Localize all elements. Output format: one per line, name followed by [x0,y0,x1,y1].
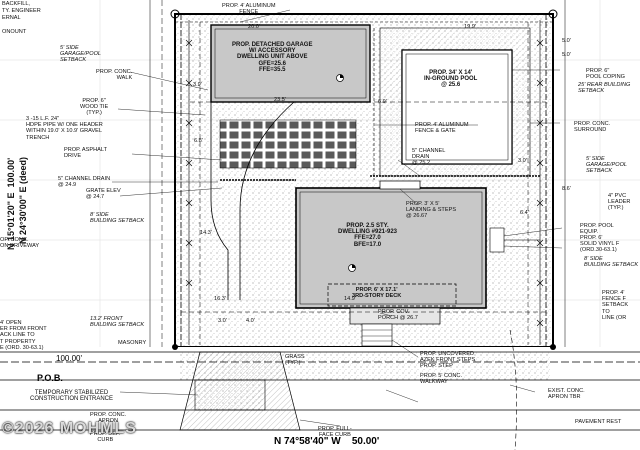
label-temp-entrance: TEMPORARY STABILIZED CONSTRUCTION ENTRAN… [30,390,114,403]
dim-69: 6.9' [378,99,387,105]
dim-top-a: 20.0' [248,24,260,30]
label-pob: P.O.B. [37,373,63,383]
label-hdpe-pipe: 3 -15 L.F. 24" HDPE PIPE W/ ONE HEADER W… [26,116,103,141]
label-pavement: PAVEMENT REST [575,419,622,425]
label-pool: PROP. 34' X 14' IN-GROUND POOL @ 25.6 [424,70,478,89]
label-front-setback: 13.2' FRONT BUILDING SETBACK [90,316,145,329]
label-bldg-setback-right: 8' SIDE BUILDING SETBACK [584,256,639,269]
label-pool-coping: PROP. 6" POOL COPING [586,68,625,81]
dim-40: 4.0' [246,318,255,324]
label-alum-fence-gate: PROP. 4' ALUMINUM FENCE & GATE [415,122,469,135]
dim-5b: 5.0' [562,52,571,58]
label-apron: PROP. CONC. APRON [90,412,127,425]
label-channel-drain-mid: 5" CHANNEL DRAIN @ 25.2 [412,148,446,167]
label-pool-equip: PROP. POOL EQUIP. [580,223,614,236]
label-conc-apron-left: OP. CONC. ON DRIVEWAY [0,237,40,250]
label-channel-drain-left: 5" CHANNEL DRAIN @ 24.9 [58,176,111,189]
dim-64: 6.4' [520,210,529,216]
label-bldg-setback-left: 8' SIDE BUILDING SETBACK [90,212,145,225]
dim-top-b: 19.9' [464,24,476,30]
label-full-face-curb: PROP. FULL- FACE CURB [318,426,352,439]
dim-68: 6.8' [194,138,203,144]
corner-note-3: ERNAL [2,15,21,21]
label-asphalt-drive: PROP. ASPHALT DRIVE [64,147,108,160]
dim-39: 3.9' [193,82,202,88]
label-porch: PROP. COV. PORCH @ 26.7 [378,309,418,322]
dim-163: 16.3' [214,296,226,302]
corner-note-1: BACKFILL, [2,1,30,7]
label-uncovered-steps: PROP. UNCOVERED AZEK FRONT STEPS PROP. S… [420,351,476,370]
dim-149: 14.9' [344,296,356,302]
dim-86: 8.6' [562,186,571,192]
label-wood-tie: PROP. 6" WOOD TIE (TYP.) [80,98,109,117]
label-deck: PROP. 6' X 17.1' 3RD-STORY DECK [352,287,402,300]
label-landing-steps: PROP. 3' X 5' LANDING & STEPS @ 26.67 [406,201,457,220]
bearing-left-b: N 24°30'00" E (deed) [18,156,28,244]
corner-note-4: ONOUNT [2,29,27,35]
label-side-setback-right: 5' SIDE GARAGE/POOL SETBACK [586,156,628,175]
watermark: ©2026 MOHMLS [2,420,137,437]
label-dep-curb: PROP. DEP. CURB [90,431,121,444]
label-conc-surround: PROP. CONC. SURROUND [574,121,611,134]
label-open-front: 4' OPEN ER FROM FRONT ACK LINE TO T PROP… [0,320,47,351]
corner-note-2: TY. ENGINEER [2,8,41,14]
dim-30b: 3.0' [218,318,227,324]
label-masonry: MASONRY [118,340,147,346]
dim-30a: 3.0' [518,158,527,164]
label-grass: GRASS (TYP.) [285,354,305,367]
label-conc-walk: PROP. CONC. WALK [96,69,133,82]
dim-235: 23.5' [274,97,286,103]
label-vinyl-fence: PROP. 6' SOLID VINYL F (ORD.30-63.1) [580,235,620,254]
dim-100-left: 100.00' [56,354,82,363]
label-garage: PROP. DETACHED GARAGE W/ ACCESSORY DWELL… [232,42,313,73]
label-pvc-leader: 4" PVC LEADER (TYP.) [608,193,631,212]
bearing-left-a: N 15°01'20" E 100.00' [6,157,16,250]
label-conc-walkway: PROP. 5' CONC. WALKWAY [420,373,462,386]
bearing-bottom: N 74°58'40" W 50.00' [274,436,380,447]
label-alum-fence-top: PROP. 4' ALUMINUM FENCE [222,3,276,16]
label-exist-apron: EXIST. CONC. APRON TBR [548,388,585,401]
label-fence-right: PROP. 4' FENCE F SETBACK TO LINE (OR [602,290,629,321]
dim-5a: 5.0' [562,38,571,44]
label-grate-elev: GRATE ELEV @ 24.7 [86,188,121,201]
dim-143: 14.3' [200,230,212,236]
label-rear-setback: 25' REAR BUILDING SETBACK [578,82,631,95]
label-dwelling: PROP. 2.5 STY. DWELLING #921-923 FFE=27.… [338,223,398,248]
label-side-setback-left: 5' SIDE GARAGE/POOL SETBACK [60,45,102,64]
